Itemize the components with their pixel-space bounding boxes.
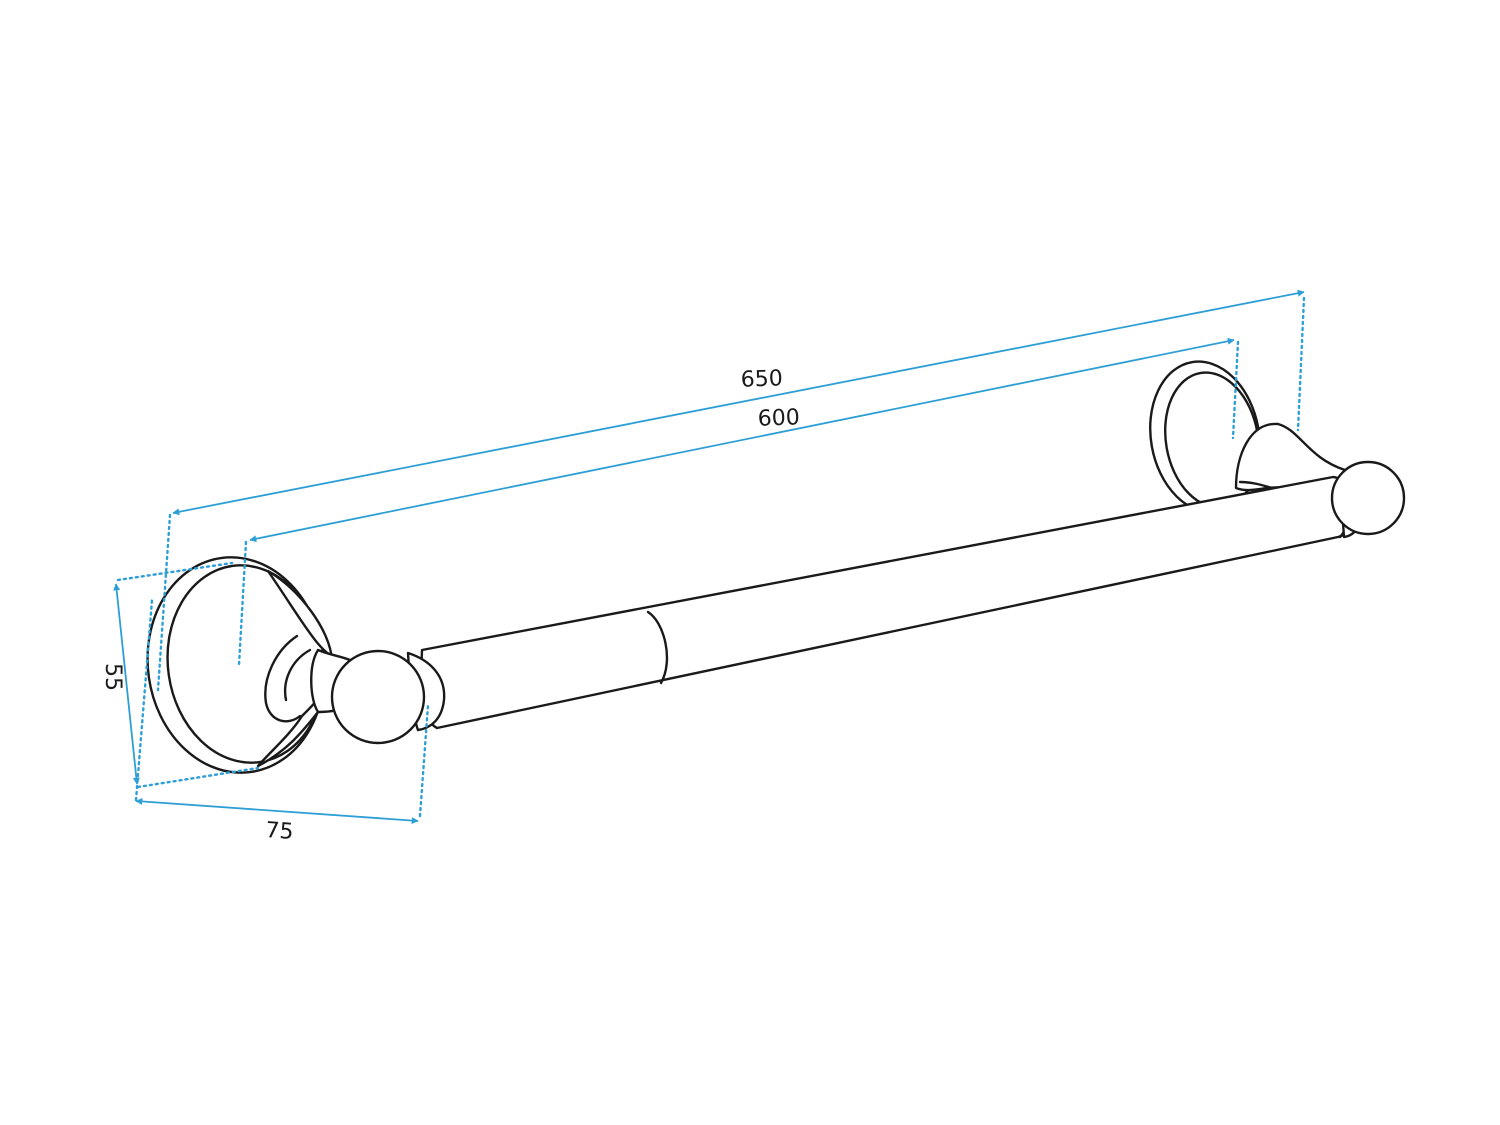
dimension-bar-length: 600	[237, 337, 1240, 667]
depth-label: 75	[265, 818, 295, 845]
left-wall-bracket	[146, 556, 354, 774]
towel-bar-rod	[420, 475, 1355, 730]
height-label: 55	[100, 663, 125, 691]
dimension-height: 55	[100, 561, 260, 789]
dimension-depth: 75	[134, 598, 430, 845]
left-end-knob	[330, 649, 446, 745]
right-end-knob	[1330, 460, 1406, 539]
bar-length-label: 600	[757, 405, 800, 431]
overall-length-label: 650	[740, 366, 783, 392]
